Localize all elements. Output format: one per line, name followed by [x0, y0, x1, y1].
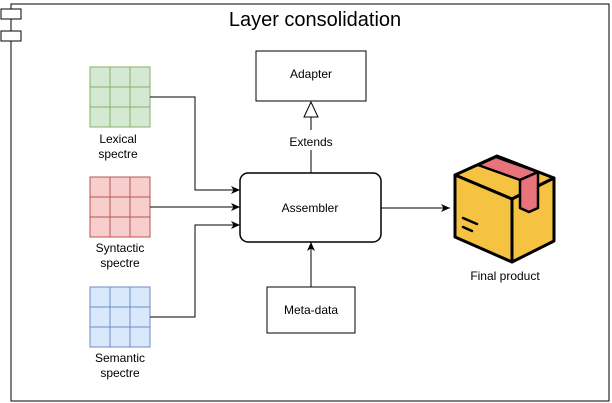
syntactic-spectre-grid	[89, 176, 151, 238]
adapter-node: Adapter	[255, 50, 367, 102]
package-box-icon	[453, 154, 556, 264]
assembler-node: Assembler	[239, 172, 382, 243]
diagram-title: Layer consolidation	[229, 9, 401, 31]
final-product-label: Final product	[470, 269, 540, 283]
lexical-to-assembler-edge	[150, 96, 240, 194]
assembler-label: Assembler	[282, 201, 339, 215]
inheritance-arrowhead-icon	[303, 100, 319, 118]
adapter-label: Adapter	[290, 67, 332, 81]
lexical-spectre-label-line2: spectre	[98, 147, 138, 161]
lexical-spectre-grid	[89, 66, 151, 128]
semantic-spectre-label-line1: Semantic	[95, 351, 145, 365]
semantic-to-assembler-edge	[150, 221, 240, 318]
extends-label: Extends	[289, 135, 332, 149]
lexical-spectre-label-line1: Lexical	[99, 132, 136, 146]
extends-edge	[303, 100, 319, 173]
syntactic-spectre-label-line1: Syntactic	[96, 241, 145, 255]
metadata-node: Meta-data	[266, 286, 356, 334]
component-icon	[0, 8, 22, 42]
semantic-spectre-grid	[89, 286, 151, 348]
semantic-spectre-label-line2: spectre	[100, 366, 140, 380]
metadata-label: Meta-data	[284, 303, 338, 317]
syntactic-spectre-label-line2: spectre	[100, 256, 140, 270]
